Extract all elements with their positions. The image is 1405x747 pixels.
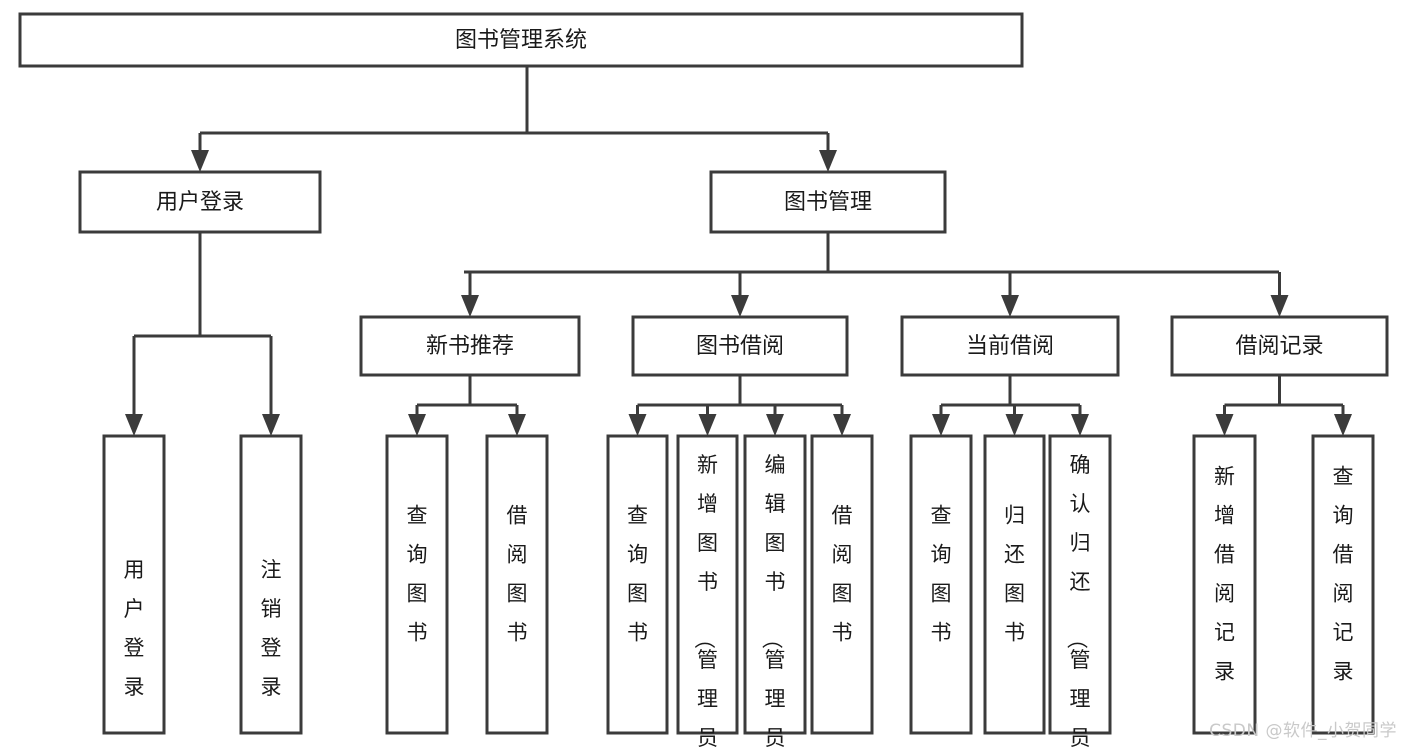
node-box: [709, 170, 947, 234]
node-book-borrow[interactable]: 图书借阅: [631, 315, 849, 377]
node-label: 借阅图书: [832, 504, 853, 645]
node-leaf-borrow-book-bb[interactable]: 借阅图书: [810, 434, 874, 735]
node-label: 图书借阅: [696, 334, 784, 359]
node-box: [606, 434, 669, 735]
arrow-to-leaf-edit-book: [766, 414, 784, 436]
node-label: 注销登录: [261, 558, 282, 699]
node-box: [102, 434, 166, 735]
node-box: [485, 434, 549, 735]
node-label: 借阅记录: [1235, 334, 1323, 359]
node-label: 用户登录: [124, 558, 145, 699]
node-label: 借阅图书: [507, 504, 528, 645]
node-label: 归还图书: [1004, 504, 1025, 645]
arrow-to-book-management: [819, 150, 837, 172]
node-new-book-recommend[interactable]: 新书推荐: [359, 315, 581, 377]
arrow-to-new-book-recommend: [461, 295, 479, 317]
node-root[interactable]: 图书管理系统: [18, 12, 1024, 68]
node-leaf-query-book-nb[interactable]: 查询图书: [385, 434, 449, 735]
node-box: [631, 315, 849, 377]
node-box: [676, 434, 739, 735]
arrow-to-book-borrow: [731, 295, 749, 317]
node-leaf-edit-book[interactable]: 编辑图书（管理员）: [743, 434, 807, 747]
node-box: [359, 315, 581, 377]
connector-layer: [125, 66, 1352, 436]
node-box: [1048, 434, 1112, 735]
node-leaf-add-record[interactable]: 新增借阅记录: [1192, 434, 1257, 735]
node-book-management[interactable]: 图书管理: [709, 170, 947, 234]
arrow-to-current-borrow: [1001, 295, 1019, 317]
arrow-to-leaf-logout: [262, 414, 280, 436]
node-user-login[interactable]: 用户登录: [78, 170, 322, 234]
node-borrow-record[interactable]: 借阅记录: [1170, 315, 1389, 377]
node-label: 图书管理: [784, 190, 872, 215]
node-label: 查询借阅记录: [1333, 465, 1354, 684]
node-leaf-query-record[interactable]: 查询借阅记录: [1311, 434, 1375, 735]
node-box: [1192, 434, 1257, 735]
node-label: 用户登录: [156, 190, 244, 215]
arrow-to-leaf-add-book: [698, 414, 717, 436]
node-leaf-query-book-cb[interactable]: 查询图书: [909, 434, 973, 735]
arrow-to-leaf-query-record: [1334, 414, 1352, 436]
node-leaf-query-book-bb[interactable]: 查询图书: [606, 434, 669, 735]
node-leaf-confirm-return[interactable]: 确认归还（管理员）: [1048, 434, 1112, 747]
arrow-to-user-login: [191, 150, 209, 172]
node-leaf-borrow-book-nb[interactable]: 借阅图书: [485, 434, 549, 735]
node-label: 当前借阅: [966, 334, 1054, 359]
node-box: [810, 434, 874, 735]
node-box: [18, 12, 1024, 68]
node-label: 查询图书: [627, 504, 648, 645]
arrow-to-leaf-confirm-return: [1071, 414, 1089, 436]
node-box: [78, 170, 322, 234]
arrow-to-leaf-query-book-nb: [408, 414, 426, 436]
arrow-to-borrow-record: [1270, 295, 1289, 317]
node-label: 查询图书: [407, 504, 428, 645]
node-leaf-return-book[interactable]: 归还图书: [983, 434, 1046, 735]
node-leaf-user-login[interactable]: 用户登录: [102, 434, 166, 735]
node-box: [1170, 315, 1389, 377]
node-leaf-logout[interactable]: 注销登录: [239, 434, 303, 735]
node-label: 查询图书: [931, 504, 952, 645]
arrow-to-leaf-query-book-bb: [628, 414, 647, 436]
node-layer: 图书管理系统用户登录图书管理新书推荐图书借阅当前借阅借阅记录用户登录注销登录查询…: [18, 12, 1389, 747]
node-box: [909, 434, 973, 735]
arrow-to-leaf-borrow-book-bb: [833, 414, 851, 436]
node-label: 新增借阅记录: [1214, 465, 1235, 684]
node-box: [385, 434, 449, 735]
node-box: [900, 315, 1120, 377]
arrow-to-leaf-query-book-cb: [932, 414, 950, 436]
node-box: [743, 434, 807, 735]
node-label: 编辑图书（管理员）: [760, 453, 786, 747]
node-label: 图书管理系统: [455, 28, 587, 53]
node-label: 确认归还（管理员）: [1065, 453, 1091, 747]
node-box: [983, 434, 1046, 735]
node-leaf-add-book[interactable]: 新增图书（管理员）: [676, 434, 739, 747]
node-box: [1311, 434, 1375, 735]
node-box: [239, 434, 303, 735]
node-current-borrow[interactable]: 当前借阅: [900, 315, 1120, 377]
arrow-to-leaf-add-record: [1215, 414, 1234, 436]
arrow-to-leaf-borrow-book-nb: [508, 414, 526, 436]
node-label: 新书推荐: [426, 334, 514, 359]
arrow-to-leaf-user-login: [125, 414, 143, 436]
arrow-to-leaf-return-book: [1005, 414, 1024, 436]
node-label: 新增图书（管理员）: [692, 453, 718, 747]
